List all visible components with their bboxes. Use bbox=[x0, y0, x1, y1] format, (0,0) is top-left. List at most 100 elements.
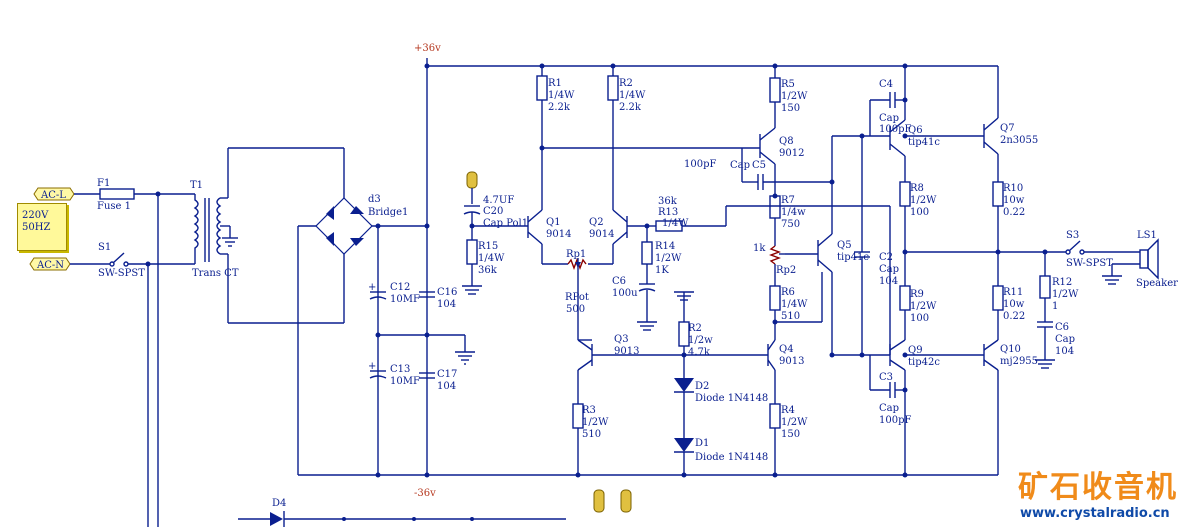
r4-val: 1/2W bbox=[781, 417, 808, 428]
transformer-t1 bbox=[193, 147, 344, 324]
c5-val2: 100pF bbox=[684, 159, 716, 170]
t1-ref: T1 bbox=[190, 180, 203, 191]
diode-d2 bbox=[674, 378, 694, 438]
cap-c12: + bbox=[368, 282, 387, 300]
r1-ref: R1 bbox=[548, 78, 562, 89]
q1-ref: Q1 bbox=[546, 217, 561, 228]
r13-val: 1/4W bbox=[662, 218, 689, 229]
q5-val: tip41c bbox=[837, 252, 869, 263]
c12-val: 10MF bbox=[390, 294, 420, 305]
r1-val2: 2.2k bbox=[548, 102, 571, 113]
c6b-ref: C6 bbox=[1055, 322, 1069, 333]
q9-val: tip42c bbox=[908, 357, 940, 368]
r6-val2: 510 bbox=[781, 311, 800, 322]
cap-c6a bbox=[637, 283, 657, 331]
r4-val2: 150 bbox=[781, 429, 800, 440]
watermark-title: 矿石收音机 bbox=[1018, 470, 1178, 505]
q6-ref: Q6 bbox=[908, 125, 923, 136]
r2-ref: R2 bbox=[619, 78, 633, 89]
note-line2: 50HZ bbox=[22, 222, 51, 233]
r15-val2: 36k bbox=[478, 265, 498, 276]
c12-ref: C12 bbox=[390, 282, 410, 293]
q7-val: 2n3055 bbox=[1000, 135, 1038, 146]
transistor-q6 bbox=[889, 63, 908, 182]
c13-ref: C13 bbox=[390, 364, 410, 375]
transistor-q3 bbox=[577, 339, 768, 404]
c3-ref: C3 bbox=[879, 372, 893, 383]
rail-pos-label: +36v bbox=[414, 43, 441, 54]
r6-val: 1/4W bbox=[781, 299, 808, 310]
cap-c5 bbox=[741, 148, 835, 190]
r15-ref: R15 bbox=[478, 241, 498, 252]
input-connector bbox=[466, 171, 478, 204]
negative-rail bbox=[298, 472, 998, 478]
r7-ref: R7 bbox=[781, 195, 795, 206]
transistor-q8 bbox=[759, 118, 776, 196]
q4-val: 9013 bbox=[779, 356, 804, 367]
positive-rail bbox=[424, 58, 998, 475]
s3-ref: S3 bbox=[1066, 230, 1079, 241]
c4-val2: 100pF bbox=[879, 124, 911, 135]
cap-c16 bbox=[419, 291, 435, 298]
r10-val: 10w bbox=[1003, 195, 1025, 206]
ls1-ref: LS1 bbox=[1137, 230, 1157, 241]
r3-val2: 510 bbox=[582, 429, 601, 440]
cap-c3 bbox=[869, 355, 908, 398]
r5-val: 1/2W bbox=[781, 91, 808, 102]
r7-val2: 750 bbox=[781, 219, 800, 230]
f1-val: Fuse 1 bbox=[97, 201, 131, 212]
r9-val: 1/2W bbox=[910, 301, 937, 312]
r12-ref: R12 bbox=[1052, 277, 1072, 288]
r5-ref: R5 bbox=[781, 79, 795, 90]
c5-ref: C5 bbox=[752, 160, 766, 171]
resistor-r7 bbox=[769, 193, 781, 246]
mains-note: 220V 50HZ bbox=[17, 203, 67, 251]
c4-ref: C4 bbox=[879, 79, 893, 90]
d3-val: Bridge1 bbox=[368, 207, 408, 218]
rp1-val: RPot bbox=[565, 292, 589, 303]
q5-ref: Q5 bbox=[837, 240, 852, 251]
rp1-val2: 500 bbox=[566, 304, 585, 315]
port-acn: AC-N bbox=[29, 257, 71, 271]
r8-val: 1/2W bbox=[910, 195, 937, 206]
c6b-val: Cap bbox=[1055, 334, 1075, 345]
c4-val: Cap bbox=[879, 113, 899, 124]
q2-ref: Q2 bbox=[589, 217, 604, 228]
r13-ref: R13 bbox=[658, 207, 678, 218]
cap-c2 bbox=[854, 136, 870, 358]
s1-ref: S1 bbox=[98, 242, 111, 253]
transistor-q10 bbox=[902, 339, 999, 475]
r9-ref: R9 bbox=[910, 289, 924, 300]
c2-val2: 104 bbox=[879, 276, 898, 287]
q1-val: 9014 bbox=[546, 229, 571, 240]
r5-val2: 150 bbox=[781, 103, 800, 114]
transistor-q7 bbox=[902, 66, 999, 182]
r14-ref: R14 bbox=[655, 241, 675, 252]
d3-ref: d3 bbox=[368, 194, 381, 205]
gnd-bias bbox=[674, 291, 694, 322]
r8-ref: R8 bbox=[910, 183, 924, 194]
fuse-f1 bbox=[99, 188, 135, 200]
c20-extra: 4.7UF bbox=[483, 195, 514, 206]
t1-val: Trans CT bbox=[192, 268, 239, 279]
q3-val: 9013 bbox=[614, 346, 639, 357]
c16-val: 104 bbox=[437, 299, 456, 310]
c17-ref: C17 bbox=[437, 369, 457, 380]
switch-s3 bbox=[1065, 240, 1140, 255]
note-line1: 220V bbox=[22, 210, 49, 221]
transistor-q2 bbox=[588, 209, 647, 265]
f1-ref: F1 bbox=[97, 178, 110, 189]
r15-val: 1/4W bbox=[478, 253, 505, 264]
d2-ref: D2 bbox=[695, 381, 709, 392]
c6a-val: 100u bbox=[612, 288, 638, 299]
resistor-r9 bbox=[899, 285, 911, 340]
rail-neg-label: -36v bbox=[414, 488, 436, 499]
ls1-val: Speaker bbox=[1136, 278, 1178, 289]
resistor-r11 bbox=[992, 285, 1004, 340]
r11-ref: R11 bbox=[1003, 287, 1023, 298]
rp1-ref: Rp1 bbox=[566, 249, 586, 260]
cap-c13: + bbox=[368, 361, 387, 379]
switch-s1 bbox=[109, 252, 129, 267]
c3-val: Cap bbox=[879, 403, 899, 414]
r6-ref: R6 bbox=[781, 287, 795, 298]
